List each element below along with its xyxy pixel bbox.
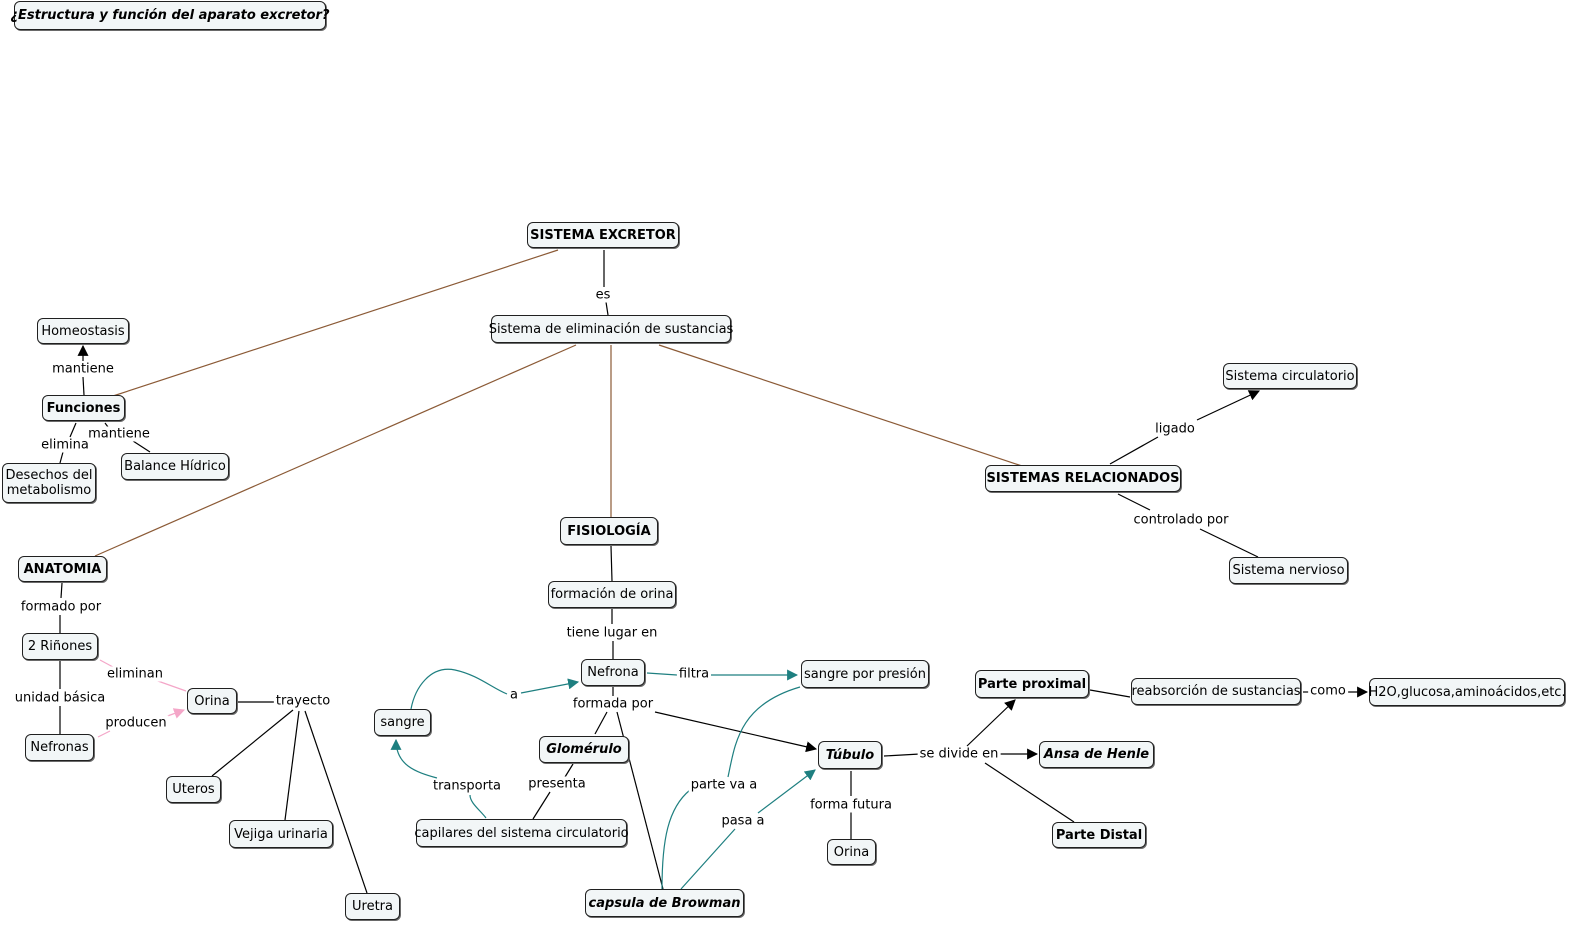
node-sistema-nervioso[interactable]: Sistema nervioso [1229,557,1348,584]
node-glomerulo[interactable]: Glomérulo [539,736,629,763]
link-fisiologia-formacion [610,545,613,582]
node-sistema-eliminacion[interactable]: Sistema de eliminación de sustancias [489,315,733,343]
node-sistema-circulatorio[interactable]: Sistema circulatorio [1223,363,1357,389]
link-label-mantiene: mantiene [50,361,116,377]
node-h2o-glucosa[interactable]: H2O,glucosa,aminoácidos,etc. [1368,678,1566,706]
node-nefronas[interactable]: Nefronas [25,734,94,761]
link-trayecto-uretra [304,710,368,894]
node-uretra[interactable]: Uretra [345,893,400,920]
link-controlado-nervioso [1199,528,1259,558]
link-tubulo-sedivide [883,753,921,757]
link-label-formada-por: formada por [570,696,656,712]
node-uteros[interactable]: Uteros [166,776,221,803]
node-parte-distal[interactable]: Parte Distal [1052,822,1146,848]
link-trayecto-vejiga [284,710,300,821]
link-eliminacion-anatomia [94,344,577,557]
node-orina-anatomia[interactable]: Orina [187,688,237,714]
link-elimina-desechos [59,451,64,464]
link-label-transporta: transporta [430,778,504,794]
link-rinones-eliminan [99,659,114,668]
link-funciones-elimina [69,422,77,438]
link-capsula-partevaa [661,789,691,890]
link-proximal-reabsorcion [1089,689,1131,698]
link-label-producen: producen [103,715,169,731]
link-excretor-funciones [112,249,559,397]
node-fisiologia[interactable]: FISIOLOGÍA [560,517,658,545]
link-mantiene2-balance [132,440,151,453]
link-label-eliminan: eliminan [105,666,165,682]
link-label-elimina: elimina [39,437,91,453]
link-label-trayecto: trayecto [273,693,333,709]
node-anatomia[interactable]: ANATOMIA [18,556,107,582]
link-sedivide-proximal [966,699,1016,747]
link-formada-tubulo [654,711,818,753]
link-sangre-a [410,668,508,710]
link-label-como: como [1308,683,1348,699]
link-anatomia-formado [60,582,63,599]
node-sistema-excretor[interactable]: SISTEMA EXCRETOR [527,222,679,248]
link-label-formado-por: formado por [18,599,104,615]
link-sistemas-controlado [1117,493,1151,511]
link-label-parte-va-a: parte va a [688,777,760,793]
node-formacion-orina[interactable]: formación de orina [548,581,676,608]
link-formada-glomerulo [594,711,608,735]
node-dos-rinones[interactable]: 2 Riñones [22,633,98,660]
node-vejiga-urinaria[interactable]: Vejiga urinaria [229,820,333,848]
link-label-a: a [508,687,520,703]
node-capilares[interactable]: capilares del sistema circulatorio [414,819,629,847]
node-sangre[interactable]: sangre [374,709,431,736]
node-tubulo[interactable]: Túbulo [818,741,882,769]
link-label-forma-futura: forma futura [808,797,894,813]
link-glomerulo-presenta [564,763,574,778]
link-eliminan-orina [154,679,187,692]
link-nefronas-producen [97,730,111,738]
link-funciones-mantiene [82,376,85,396]
node-capsula-browman[interactable]: capsula de Browman [585,889,744,917]
link-label-unidad-basica: unidad básica [12,690,108,706]
node-ansa-de-henle[interactable]: Ansa de Henle [1039,741,1154,768]
node-sangre-por-presion[interactable]: sangre por presión [801,660,929,688]
link-sedivide-distal [984,762,1075,823]
link-a-nefrona [520,678,580,694]
node-sistemas-relacionados[interactable]: SISTEMAS RELACIONADOS [985,465,1181,492]
link-pasaa-tubulo [757,769,816,814]
link-label-se-divide-en: se divide en [917,746,1001,762]
node-parte-proximal[interactable]: Parte proximal [975,670,1089,698]
link-eliminacion-sistemas [658,344,1023,467]
link-capsula-pasaa [680,828,736,890]
node-desechos[interactable]: Desechos del metabolismo [2,463,96,503]
map-title: ¿Estructura y función del aparato excret… [11,1,330,30]
link-transporta-sangre [390,738,438,779]
link-label-filtra: filtra [676,666,712,682]
link-label-presenta: presenta [526,776,588,792]
link-partevaa-sangrepresion [727,686,801,778]
link-nefrona-filtra [646,672,678,676]
link-label-es: es [593,287,613,303]
link-label-ligado: ligado [1153,421,1197,437]
node-funciones[interactable]: Funciones [42,395,125,421]
link-presenta-capilares [532,791,551,820]
node-nefrona[interactable]: Nefrona [581,659,645,686]
link-label-mantiene-2: mantiene [86,426,152,442]
link-ligado-circulatorio [1196,390,1260,421]
node-homeostasis[interactable]: Homeostasis [37,318,129,344]
node-reabsorcion[interactable]: reabsorción de sustancias [1131,678,1301,705]
link-label-pasa-a: pasa a [719,813,767,829]
link-funciones-mantiene2 [104,422,109,428]
link-label-tiene-lugar-en: tiene lugar en [564,625,660,641]
link-trayecto-uteros [211,709,294,777]
link-capilares-transporta [469,794,487,819]
node-balance-hidrico[interactable]: Balance Hídrico [121,453,229,480]
link-es-eliminacion [605,301,609,316]
link-label-controlado-por: controlado por [1131,512,1231,528]
node-orina-fisiologia[interactable]: Orina [827,839,876,865]
link-sistemas-ligado [1109,436,1159,465]
